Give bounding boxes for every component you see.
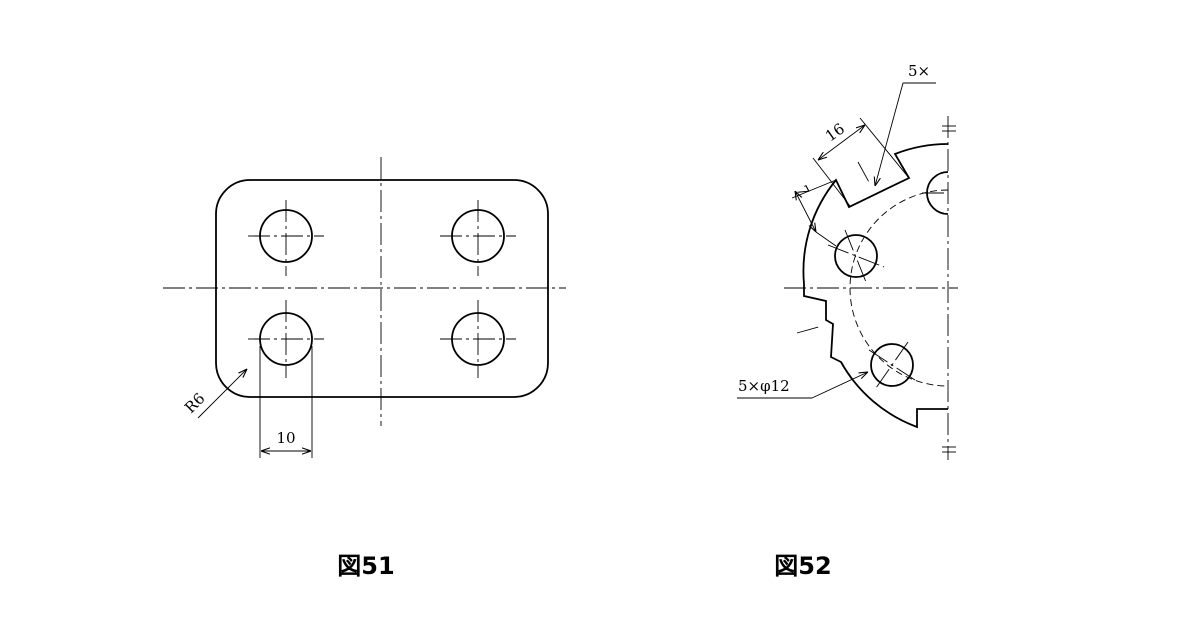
figure-52-caption: 図52: [774, 552, 831, 580]
slot-length-dimension: [818, 125, 865, 160]
figure-51: R6 10 図51: [163, 157, 566, 580]
width-label: 10: [276, 429, 295, 447]
break-mark-top: [942, 125, 956, 132]
holes-label: 5×φ12: [738, 377, 790, 395]
radius-label: R6: [181, 389, 208, 416]
hole-bottom-right: [440, 300, 516, 378]
hole-top-left: [248, 200, 324, 276]
hole-bottom-left: [248, 300, 324, 378]
slot-length-label: 16: [822, 120, 848, 146]
plate-outline: [215, 179, 549, 398]
bolt-hole-3: [868, 341, 916, 389]
bolt-hole-2: [827, 229, 885, 283]
radius-leader: [197, 369, 247, 419]
holes-leader: [811, 372, 868, 399]
slot-extension-2: [859, 117, 910, 179]
break-mark-bottom: [942, 446, 956, 453]
hole-top-right: [440, 200, 516, 276]
pitch-circle: [849, 189, 949, 387]
figure-51-caption: 図51: [337, 552, 394, 580]
part-outline: [802, 143, 949, 429]
figure-52: 16 7 5× 5×φ12 図52: [737, 62, 958, 580]
count-leader: [875, 82, 904, 186]
depth-leader: [815, 231, 837, 247]
count-label: 5×: [908, 62, 930, 80]
bolt-hole-1: [922, 171, 949, 215]
notch-center-mark: [796, 325, 823, 334]
depth-dimension: [795, 191, 816, 232]
slot-center-mark: [857, 161, 871, 185]
